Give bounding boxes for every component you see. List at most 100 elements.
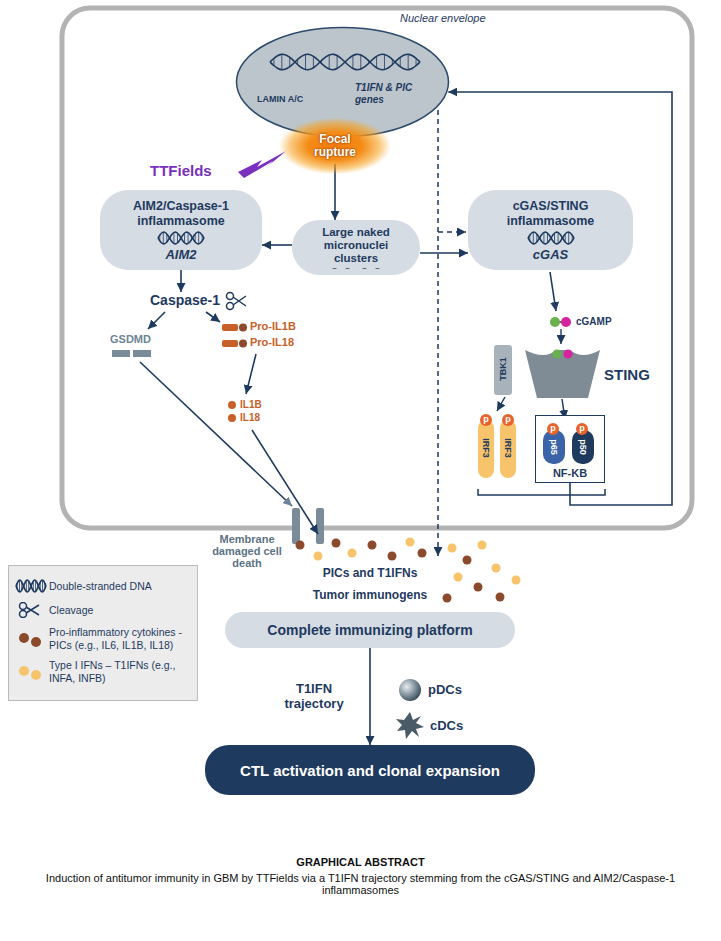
connector-arrow [448,92,672,505]
receptor-label: STING [604,366,650,383]
group-label: PICs and T1IFNs [305,566,435,580]
dna-rung [159,235,160,241]
dna-strand [270,54,420,69]
arrow [560,329,561,344]
dna-rung [564,234,565,242]
dna-rung [198,232,199,244]
swatch-dot [19,633,29,643]
dna-rung [191,236,192,239]
drawing-part [406,538,415,547]
dna-strand [358,269,384,270]
dna-rung [188,232,189,243]
drawing-part [418,549,427,558]
drawing-part [296,541,305,550]
pdc-sphere [399,679,421,701]
dna-rung [173,232,174,243]
drawing-part [496,593,505,602]
connector-arrow [262,244,292,246]
cdc-star [396,712,424,739]
platform-box: Complete immunizing platform [225,612,515,648]
dashed-arrow [438,231,466,233]
dna-strand [328,269,354,270]
node-text: Large naked micronuclei clusters [302,226,410,266]
protein-label: Pro-IL18 [250,336,294,348]
pro-il-icon [222,340,238,347]
dna-strand [158,232,204,244]
arrow [148,312,165,329]
node-text: NF-KB [553,467,587,479]
note-label: Membrane damaged cell death [203,533,291,569]
protein-label: GSDMD [110,333,151,345]
dna-rung [313,56,314,68]
drawing-part [20,603,27,610]
dna-rung [19,580,20,592]
drawing-part [478,541,487,550]
dna-strand [158,232,204,244]
dna-rung [281,54,282,70]
dna-rung [536,234,537,242]
drawing-part [443,594,452,603]
dna-rung [571,235,572,241]
cytokine-label: IL1B [240,399,262,410]
drawing-part [227,303,234,310]
legend-text: Type I IFNs – T1IFNs (e.g., INFA, INFB) [49,659,191,684]
phospho-mark: p [576,423,588,435]
gsdmd-fragment [112,350,130,357]
drawing-part [564,350,573,359]
dna-rung [539,236,540,239]
drawing-part [512,576,521,585]
dna-rung [273,58,274,66]
pro-il-icon [239,324,247,332]
node-text: AIM2/Caspase-1 inflammasome [110,199,252,229]
drawing-part [332,539,341,548]
dna-rung [529,235,530,241]
dna-rung [384,54,385,70]
membrane-pore [316,508,324,544]
drawing-part [348,549,357,558]
drawing-part [463,556,472,565]
legend-box: Double-stranded DNACleavagePro-inflammat… [8,565,198,701]
dna-rung [202,235,203,241]
dna-rung [568,232,569,244]
tbk1-icon [494,345,512,395]
dna-rung [376,56,377,68]
dna-rung [378,269,379,270]
dna-rung [42,580,43,592]
node-text: p50 [578,439,588,455]
dna-rung [21,582,22,590]
dna-rung [348,269,349,270]
drawing-part [368,541,377,550]
dna-rung [554,233,555,243]
cell-membrane [62,8,692,528]
dna-rung [321,61,322,64]
gsdmd-fragment [133,350,151,357]
dna-rung [44,583,45,589]
dna-rung [333,269,334,270]
dna-rung [360,55,361,70]
drawing-part [227,293,234,300]
drawing-part [388,552,397,561]
dna-rung [408,54,409,70]
dna-rung [561,236,562,239]
node-text: AIM2 [165,247,196,262]
cgamp-icon [550,317,571,327]
dna-rung [33,581,34,591]
dna-rung [368,61,369,64]
dna-rung [532,232,533,244]
legend-row: Type I IFNs – T1IFNs (e.g., INFA, INFB) [15,659,191,684]
phospho-mark: p [502,414,514,426]
dna-rung [28,581,29,591]
enzyme-label: Caspase-1 [150,292,220,308]
dna-strand [358,269,384,270]
drawing-part [26,605,39,615]
dna-rung [184,233,185,243]
dna-strand [328,269,354,270]
stimulus-label: TTFields [150,162,212,179]
dna-strand [270,54,420,69]
dna-rung [546,233,547,243]
legend-row: Double-stranded DNA [15,578,191,594]
legend-row: Pro-inflammatory cytokines - PICs (e.g.,… [15,626,191,651]
group-label: Tumor immunogens [290,588,450,602]
